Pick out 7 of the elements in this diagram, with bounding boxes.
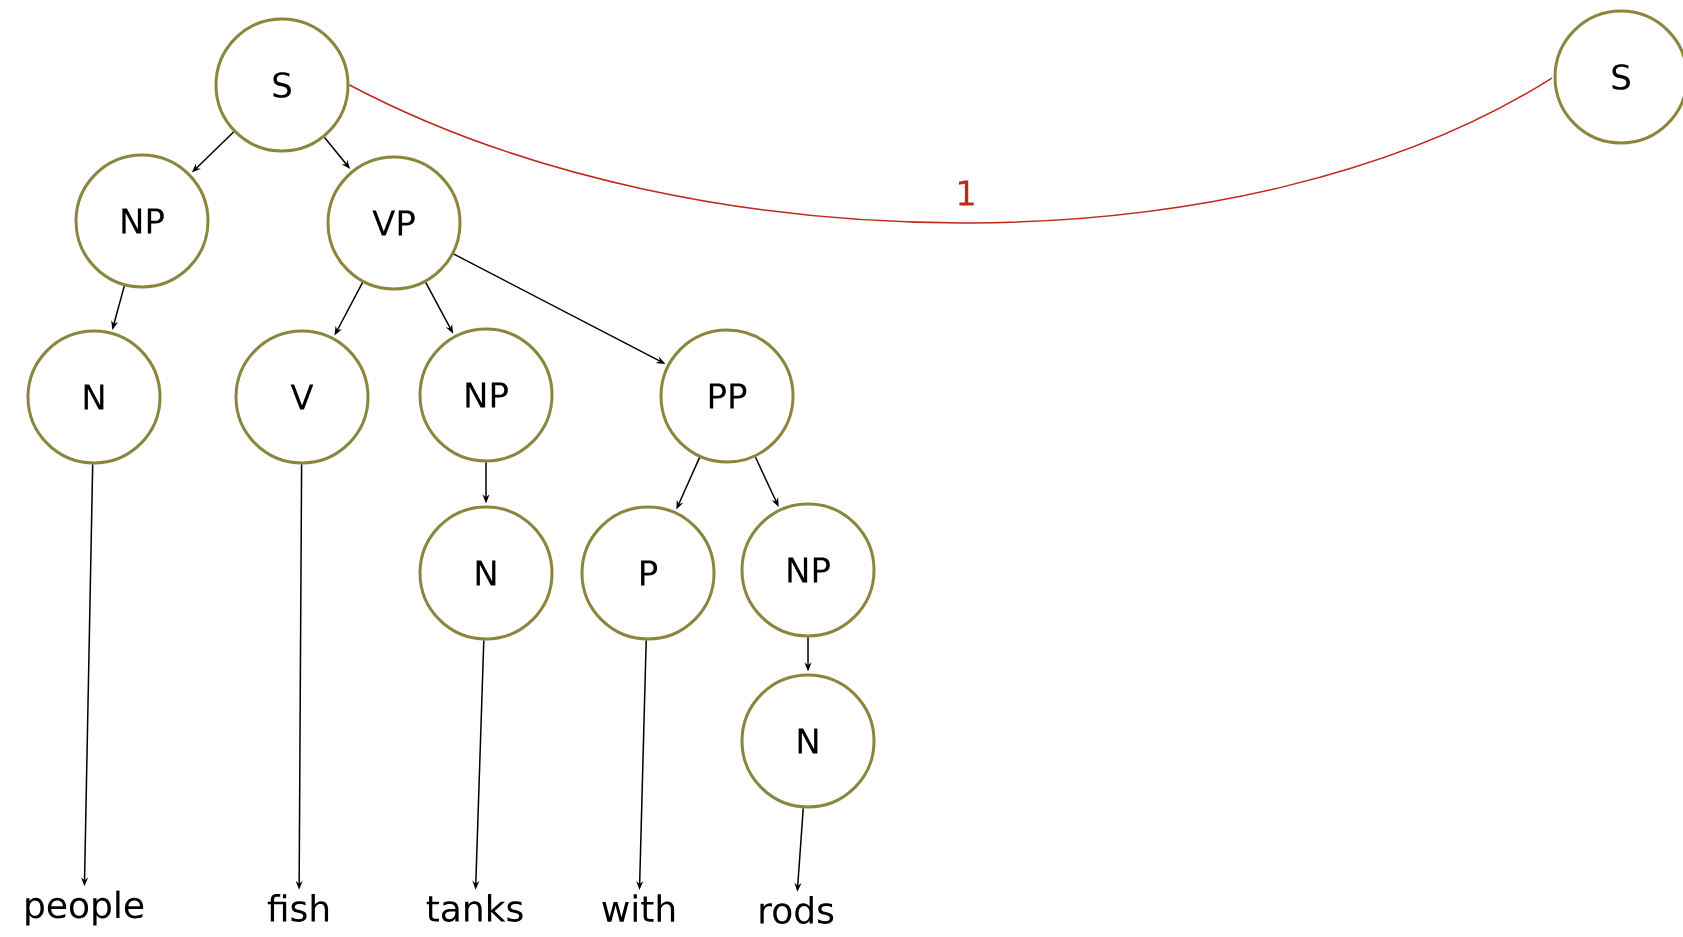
word-label: people (26, 890, 144, 926)
word-label: fish (267, 894, 329, 922)
word-label: rods (760, 896, 834, 924)
word-label: tanks (426, 894, 523, 922)
edge-label: 1 (953, 178, 979, 208)
connector-curve (348, 77, 1553, 224)
word-label: with (602, 894, 675, 922)
